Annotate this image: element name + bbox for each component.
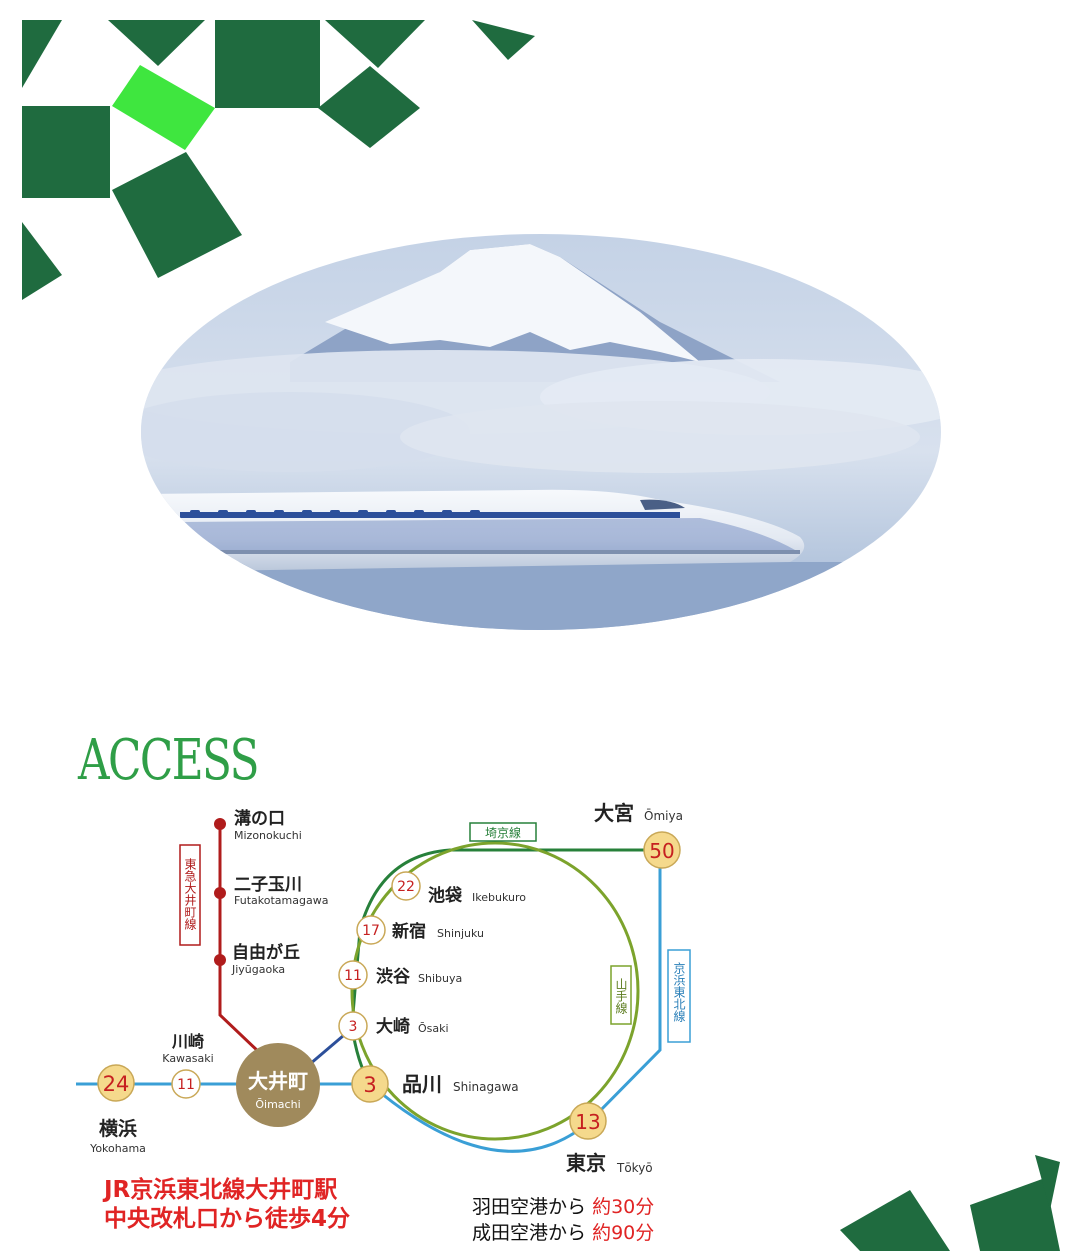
decorative-mosaic-top (22, 20, 535, 300)
deco-tile (22, 106, 110, 198)
deco-tile (325, 20, 425, 68)
station-shinagawa-min: 3 (363, 1073, 376, 1097)
airport-haneda-row: 羽田空港から 約30分 (472, 1194, 654, 1220)
station-omiya-en: Ōmiya (644, 809, 683, 823)
station-yokohama-min: 24 (103, 1072, 130, 1096)
station-shibuya-badge (338, 960, 368, 990)
station-shinagawa-en: Shinagawa (453, 1080, 519, 1094)
deco-tile (318, 66, 420, 148)
station-oimachi-jp: 大井町 (248, 1069, 308, 1093)
line-tokyu-label: 東急大井町線 (183, 858, 197, 930)
decorative-mosaic-bottom (840, 1155, 1060, 1251)
line-yamanote-label: 山手線 (614, 978, 628, 1014)
line-yamanote (350, 841, 640, 1141)
airport-haneda-label: 羽田空港から (472, 1196, 587, 1218)
station-shinjuku-badge (356, 915, 386, 945)
line-keihin-label: 京浜東北線 (672, 962, 686, 1022)
station-ikebukuro-jp: 池袋 (428, 885, 463, 906)
station-yokohama-badge (97, 1064, 135, 1102)
station-osaki-en: Ōsaki (418, 1022, 449, 1035)
station-tokyo-min: 13 (575, 1110, 600, 1134)
station-ikebukuro-badge (391, 871, 421, 901)
line-saikyo-label-box (469, 822, 537, 842)
station-yokohama-jp: 横浜 (99, 1117, 137, 1140)
station-shinjuku-jp: 新宿 (392, 921, 426, 942)
walk-info-line2: 中央改札口から徒歩4分 (104, 1206, 351, 1232)
station-shinjuku-min: 17 (362, 923, 380, 939)
station-shinagawa-jp: 品川 (402, 1072, 442, 1096)
station-oimachi-en: Ōimachi (255, 1098, 300, 1111)
airport-haneda-time: 約30分 (592, 1196, 655, 1218)
station-dot-futako (214, 887, 226, 899)
station-osaki-badge (338, 1011, 368, 1041)
line-tokyu-label-box (179, 844, 201, 946)
deco-tile (112, 152, 242, 278)
walk-info-line1: JR京浜東北線大井町駅 (104, 1177, 338, 1203)
station-tokyo-jp: 東京 (566, 1151, 606, 1175)
airport-narita-time: 約90分 (592, 1222, 655, 1244)
station-osaki-min: 3 (349, 1019, 358, 1035)
station-ikebukuro-en: Ikebukuro (472, 891, 526, 904)
line-keihin-label-box (667, 949, 691, 1043)
station-kawasaki-en: Kawasaki (162, 1052, 213, 1065)
deco-tile (970, 1178, 1060, 1251)
station-shinjuku-en: Shinjuku (437, 927, 484, 940)
station-futako-jp: 二子玉川 (234, 875, 302, 895)
route-map: 東急大井町線 埼京線 山手線 京浜東北線 溝の口 Mizonokuchi 二子玉… (76, 801, 691, 1175)
station-kawasaki-jp: 川崎 (171, 1032, 204, 1051)
station-omiya-min: 50 (649, 839, 674, 863)
deco-tile (1035, 1155, 1060, 1210)
walk-info: JR京浜東北線大井町駅 中央改札口から徒歩4分 (104, 1176, 350, 1234)
mount-fuji-snow (325, 244, 700, 362)
deco-tile (472, 20, 535, 60)
station-kawasaki-badge (171, 1069, 201, 1099)
station-futako-en: Futakotamagawa (234, 894, 328, 907)
station-omiya-badge (643, 831, 681, 869)
station-mizonokuchi-en: Mizonokuchi (234, 829, 302, 842)
station-kawasaki-min: 11 (177, 1077, 195, 1093)
access-title: ACCESS (78, 728, 260, 793)
shinkansen-train (141, 489, 805, 572)
line-tokyu (218, 824, 264, 1057)
station-dot-mizonokuchi (214, 818, 226, 830)
line-saikyo-label: 埼京線 (485, 825, 521, 840)
station-dot-jiyugaoka (214, 954, 226, 966)
airport-narita-row: 成田空港から 約90分 (472, 1220, 654, 1246)
deco-tile (22, 222, 62, 300)
deco-tile (215, 20, 320, 108)
airport-narita-label: 成田空港から (472, 1222, 587, 1244)
station-shibuya-jp: 渋谷 (376, 966, 411, 987)
station-osaki-jp: 大崎 (376, 1016, 410, 1037)
station-tokyo-badge (569, 1102, 607, 1140)
station-jiyugaoka-en: Jiyūgaoka (231, 963, 285, 976)
station-yokohama-en: Yokohama (89, 1142, 146, 1155)
station-ikebukuro-min: 22 (397, 879, 415, 895)
station-shibuya-min: 11 (344, 968, 362, 984)
deco-tile (22, 20, 62, 88)
line-yamanote-label-box (610, 965, 632, 1025)
deco-tile (840, 1190, 950, 1251)
station-mizonokuchi-jp: 溝の口 (234, 808, 285, 829)
station-tokyo-en: Tōkyō (616, 1161, 653, 1175)
station-oimachi-badge (236, 1043, 320, 1127)
station-shinagawa-badge (351, 1065, 389, 1103)
hero-photo-oval (141, 234, 941, 630)
station-omiya-jp: 大宮 (594, 801, 634, 825)
airport-info: 羽田空港から 約30分 成田空港から 約90分 (472, 1194, 654, 1246)
deco-tile-bright (112, 65, 215, 150)
station-shibuya-en: Shibuya (418, 972, 462, 985)
deco-tile (108, 20, 205, 66)
station-jiyugaoka-jp: 自由が丘 (232, 942, 300, 963)
